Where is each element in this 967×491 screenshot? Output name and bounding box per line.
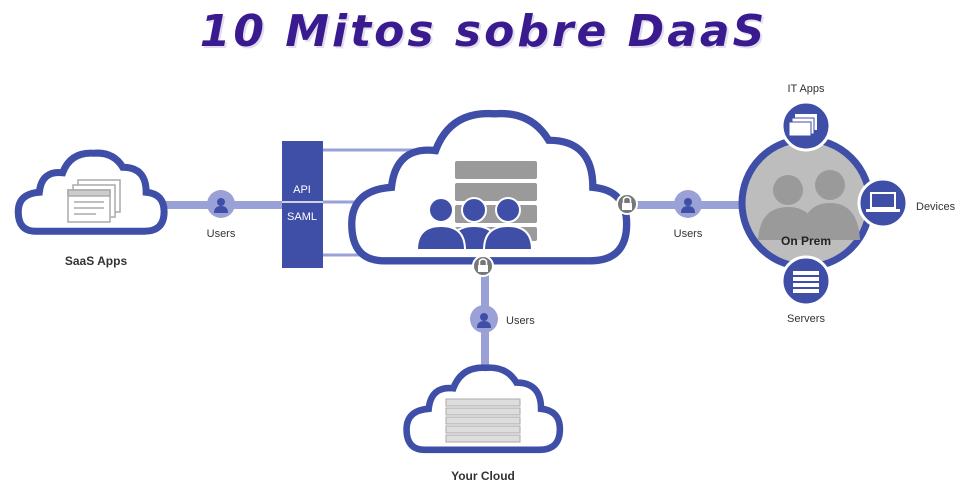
devices-node: Devices xyxy=(857,177,956,229)
laptop-icon xyxy=(870,192,896,209)
users-node-bottom: Users xyxy=(470,305,535,333)
servers-node: Servers xyxy=(780,255,832,325)
api-label: API xyxy=(293,184,311,196)
saas-apps-icon xyxy=(67,179,121,223)
it-apps-node: IT Apps xyxy=(780,83,832,152)
devices-label: Devices xyxy=(916,201,956,213)
lock-icon xyxy=(472,255,494,277)
your-cloud-label: Your Cloud xyxy=(451,469,515,483)
servers-label: Servers xyxy=(787,313,825,325)
saml-label: SAML xyxy=(287,211,317,223)
diagram-title: 10 Mitos sobre DaaS xyxy=(199,6,768,57)
it-apps-label: IT Apps xyxy=(787,83,825,95)
users-node-right: Users xyxy=(674,190,703,240)
saas-apps-label: SaaS Apps xyxy=(65,254,128,268)
users-label-left: Users xyxy=(207,228,236,240)
servers-icon xyxy=(793,271,819,293)
api-saml-connector: API SAML xyxy=(282,141,323,268)
rack-server-icon xyxy=(445,398,521,443)
on-prem-circle: On Prem xyxy=(738,135,874,271)
windows-stack-icon xyxy=(788,114,817,137)
users-label-right: Users xyxy=(674,228,703,240)
users-group-icon xyxy=(415,197,534,251)
users-label-bottom: Users xyxy=(506,315,535,327)
lock-icon xyxy=(616,193,638,215)
people-silhouette-icon xyxy=(758,170,860,240)
on-prem-label: On Prem xyxy=(781,234,831,248)
users-node-left: Users xyxy=(207,190,236,240)
